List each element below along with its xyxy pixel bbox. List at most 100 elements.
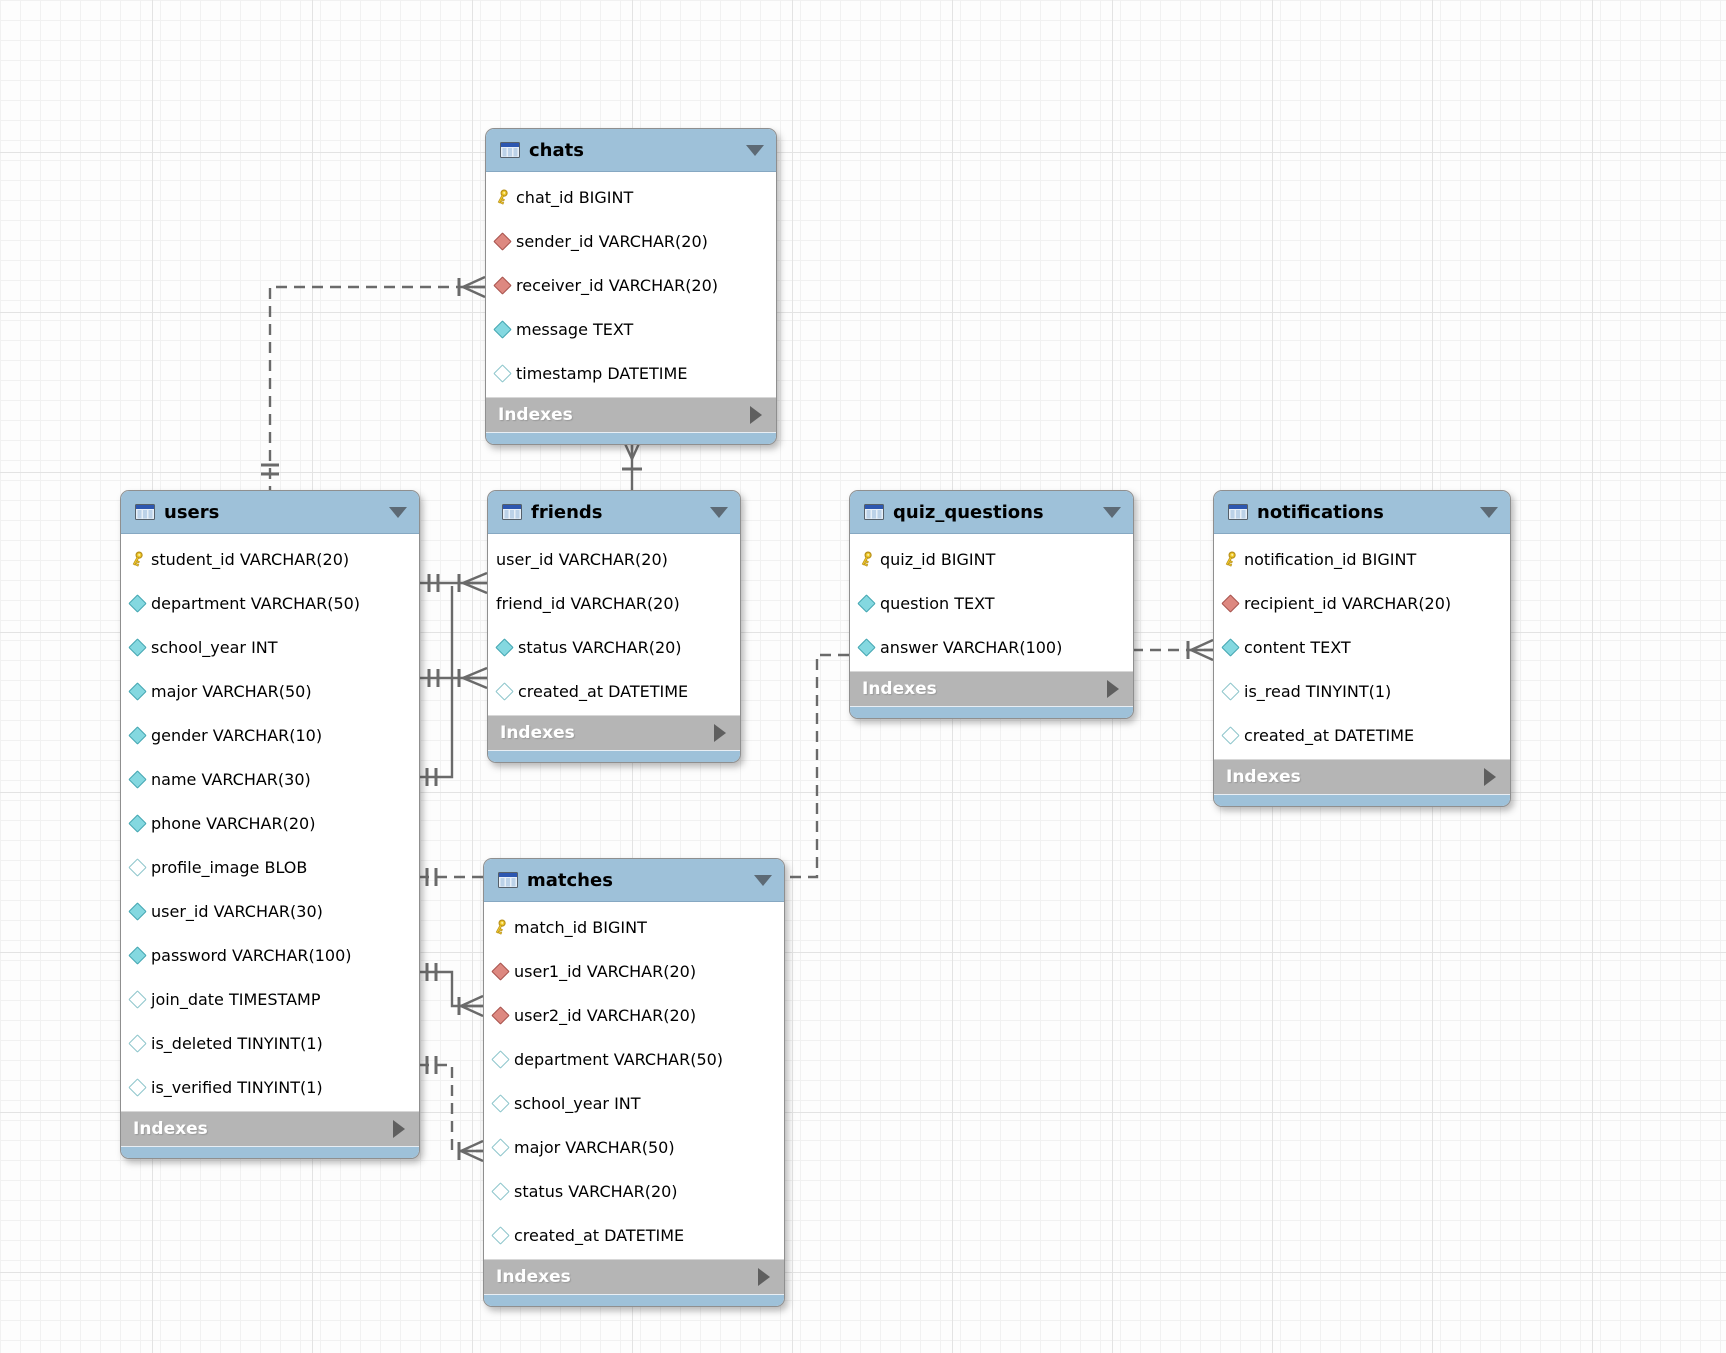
column-row-quiz_questions-2[interactable]: answer VARCHAR(100)	[850, 625, 1133, 669]
table-columns: match_id BIGINT user1_id VARCHAR(20) use…	[484, 902, 784, 1259]
indexes-label: Indexes	[500, 723, 575, 743]
relationship-users-matches-2[interactable]	[418, 963, 484, 1018]
table-header[interactable]: notifications	[1214, 491, 1510, 534]
relationship-users-friends-3[interactable]	[418, 586, 454, 786]
indexes-row[interactable]: Indexes	[484, 1259, 784, 1294]
column-row-notifications-1[interactable]: recipient_id VARCHAR(20)	[1214, 581, 1510, 625]
column-row-friends-0[interactable]: user_id VARCHAR(20)	[488, 537, 740, 581]
column-text: message TEXT	[516, 319, 634, 339]
column-icon	[127, 593, 147, 613]
indexes-row[interactable]: Indexes	[488, 715, 740, 750]
column-row-users-6[interactable]: phone VARCHAR(20)	[121, 801, 419, 845]
indexes-row[interactable]: Indexes	[1214, 759, 1510, 794]
relationship-users-chats[interactable]	[261, 275, 486, 490]
table-notifications[interactable]: notifications notification_id BIGINT rec…	[1213, 490, 1511, 807]
column-row-matches-3[interactable]: department VARCHAR(50)	[484, 1037, 784, 1081]
table-users[interactable]: users student_id VARCHAR(20) department …	[120, 490, 420, 1159]
column-nullable-icon	[490, 1049, 510, 1069]
relationship-quiz_questions-notifications[interactable]	[1132, 638, 1214, 662]
expand-arrow-icon[interactable]	[758, 1268, 770, 1286]
column-text: created_at DATETIME	[518, 681, 689, 701]
indexes-row[interactable]: Indexes	[121, 1111, 419, 1146]
column-row-users-1[interactable]: department VARCHAR(50)	[121, 581, 419, 625]
column-text: phone VARCHAR(20)	[151, 813, 316, 833]
foreign-key-icon	[1220, 593, 1240, 613]
column-text: gender VARCHAR(10)	[151, 725, 323, 745]
expand-arrow-icon[interactable]	[714, 724, 726, 742]
column-row-chats-2[interactable]: receiver_id VARCHAR(20)	[486, 263, 776, 307]
indexes-row[interactable]: Indexes	[486, 397, 776, 432]
column-row-users-10[interactable]: join_date TIMESTAMP	[121, 977, 419, 1021]
table-header[interactable]: friends	[488, 491, 740, 534]
column-row-users-5[interactable]: name VARCHAR(30)	[121, 757, 419, 801]
column-row-chats-1[interactable]: sender_id VARCHAR(20)	[486, 219, 776, 263]
column-row-friends-1[interactable]: friend_id VARCHAR(20)	[488, 581, 740, 625]
column-text: timestamp DATETIME	[516, 363, 688, 383]
expand-arrow-icon[interactable]	[1484, 768, 1496, 786]
column-row-notifications-3[interactable]: is_read TINYINT(1)	[1214, 669, 1510, 713]
primary-key-icon	[494, 189, 510, 205]
column-row-matches-7[interactable]: created_at DATETIME	[484, 1213, 784, 1257]
collapse-arrow-icon[interactable]	[710, 507, 728, 518]
column-row-users-8[interactable]: user_id VARCHAR(30)	[121, 889, 419, 933]
table-header[interactable]: users	[121, 491, 419, 534]
column-text: created_at DATETIME	[1244, 725, 1415, 745]
column-icon	[127, 681, 147, 701]
column-row-users-2[interactable]: school_year INT	[121, 625, 419, 669]
column-row-users-3[interactable]: major VARCHAR(50)	[121, 669, 419, 713]
column-row-matches-0[interactable]: match_id BIGINT	[484, 905, 784, 949]
expand-arrow-icon[interactable]	[750, 406, 762, 424]
table-header[interactable]: matches	[484, 859, 784, 902]
column-text: friend_id VARCHAR(20)	[496, 593, 680, 613]
column-row-matches-1[interactable]: user1_id VARCHAR(20)	[484, 949, 784, 993]
column-row-chats-0[interactable]: chat_id BIGINT	[486, 175, 776, 219]
column-row-notifications-4[interactable]: created_at DATETIME	[1214, 713, 1510, 757]
table-title: notifications	[1257, 501, 1384, 523]
column-row-chats-3[interactable]: message TEXT	[486, 307, 776, 351]
table-header[interactable]: quiz_questions	[850, 491, 1133, 534]
column-row-users-0[interactable]: student_id VARCHAR(20)	[121, 537, 419, 581]
column-text: user1_id VARCHAR(20)	[514, 961, 697, 981]
column-row-quiz_questions-0[interactable]: quiz_id BIGINT	[850, 537, 1133, 581]
column-row-notifications-0[interactable]: notification_id BIGINT	[1214, 537, 1510, 581]
foreign-key-icon	[492, 275, 512, 295]
column-row-users-11[interactable]: is_deleted TINYINT(1)	[121, 1021, 419, 1065]
collapse-arrow-icon[interactable]	[754, 875, 772, 886]
table-footer	[1214, 794, 1510, 806]
primary-key-icon	[1222, 551, 1238, 567]
table-header[interactable]: chats	[486, 129, 776, 172]
collapse-arrow-icon[interactable]	[1480, 507, 1498, 518]
expand-arrow-icon[interactable]	[393, 1120, 405, 1138]
table-friends[interactable]: friends user_id VARCHAR(20) friend_id VA…	[487, 490, 741, 763]
column-row-users-9[interactable]: password VARCHAR(100)	[121, 933, 419, 977]
collapse-arrow-icon[interactable]	[1103, 507, 1121, 518]
column-row-users-7[interactable]: profile_image BLOB	[121, 845, 419, 889]
collapse-arrow-icon[interactable]	[746, 145, 764, 156]
table-matches[interactable]: matches match_id BIGINT user1_id VARCHAR…	[483, 858, 785, 1307]
relationship-users-matches-3[interactable]	[418, 1056, 484, 1163]
column-row-friends-2[interactable]: status VARCHAR(20)	[488, 625, 740, 669]
table-quiz_questions[interactable]: quiz_questions quiz_id BIGINT question T…	[849, 490, 1134, 719]
column-text: department VARCHAR(50)	[514, 1049, 724, 1069]
column-row-matches-5[interactable]: major VARCHAR(50)	[484, 1125, 784, 1169]
collapse-arrow-icon[interactable]	[389, 507, 407, 518]
column-row-matches-6[interactable]: status VARCHAR(20)	[484, 1169, 784, 1213]
column-row-matches-2[interactable]: user2_id VARCHAR(20)	[484, 993, 784, 1037]
relationship-users-matches-1[interactable]	[418, 868, 483, 886]
relationship-quiz_questions-matches[interactable]	[783, 653, 849, 879]
indexes-row[interactable]: Indexes	[850, 671, 1133, 706]
primary-key-icon	[858, 551, 874, 567]
table-chats[interactable]: chats chat_id BIGINT sender_id VARCHAR(2…	[485, 128, 777, 445]
column-row-quiz_questions-1[interactable]: question TEXT	[850, 581, 1133, 625]
expand-arrow-icon[interactable]	[1107, 680, 1119, 698]
column-icon	[127, 813, 147, 833]
column-text: match_id BIGINT	[514, 917, 647, 937]
column-row-users-4[interactable]: gender VARCHAR(10)	[121, 713, 419, 757]
column-row-friends-3[interactable]: created_at DATETIME	[488, 669, 740, 713]
column-row-matches-4[interactable]: school_year INT	[484, 1081, 784, 1125]
column-row-users-12[interactable]: is_verified TINYINT(1)	[121, 1065, 419, 1109]
column-row-chats-4[interactable]: timestamp DATETIME	[486, 351, 776, 395]
relationship-users-friends-1[interactable]	[418, 571, 488, 595]
column-row-notifications-2[interactable]: content TEXT	[1214, 625, 1510, 669]
